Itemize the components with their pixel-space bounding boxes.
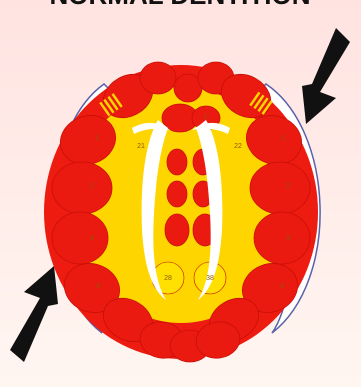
rim-tooth-top-left-2	[140, 62, 176, 94]
label-right-1: 1	[281, 135, 285, 142]
center-tooth-5	[165, 214, 189, 246]
label-left-2: 2	[90, 183, 94, 190]
rim-tooth-left-3	[52, 212, 108, 264]
label-top-center: 7	[203, 115, 207, 122]
center-tooth-1	[167, 149, 187, 175]
label-left-1: 1	[95, 135, 99, 142]
label-right-4: 4	[280, 283, 284, 290]
label-right-3: 3	[286, 235, 290, 242]
rim-tooth-right-3	[254, 212, 310, 264]
rim-tooth-left-2	[52, 162, 112, 214]
label-lower-right: 38	[206, 275, 214, 282]
page-title: NORMAL DENTITION	[50, 0, 311, 10]
label-upper-left-1: 21	[137, 143, 145, 150]
label-right-2: 2	[286, 183, 290, 190]
rim-tooth-right-2	[250, 162, 310, 214]
label-left-3: 3	[90, 235, 94, 242]
label-lower-left: 28	[164, 275, 172, 282]
center-tooth-3	[167, 181, 187, 207]
label-left-4: 4	[96, 283, 100, 290]
label-upper-right-1: 22	[234, 143, 242, 150]
